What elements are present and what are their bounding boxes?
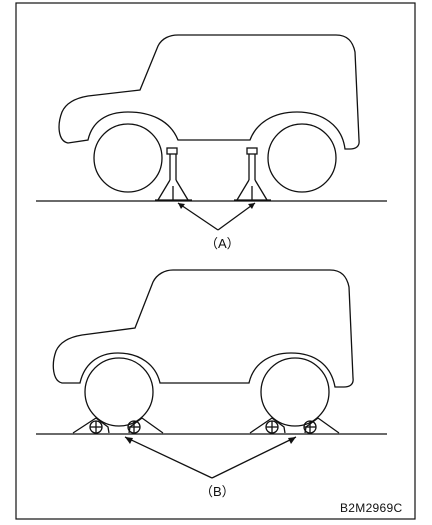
- vehicle-on-rigid-racks: [36, 34, 387, 231]
- callout-label-a: （A）: [205, 236, 240, 251]
- leader-b-2: [211, 436, 297, 479]
- vehicle-on-wheel-chocks: [36, 269, 387, 479]
- figure-border: [15, 2, 416, 520]
- rigid-rack-rear: [234, 147, 271, 201]
- vehicle-body-top: [58, 34, 360, 150]
- front-wheel-top: [93, 123, 163, 193]
- leader-b-1: [124, 436, 213, 479]
- leader-a-2: [217, 202, 256, 231]
- vehicle-body-bottom: [52, 269, 354, 388]
- wheel-chock-rear-left: [249, 417, 286, 434]
- figure-code: B2M2969C: [340, 501, 403, 515]
- rigid-rack-front: [155, 147, 192, 201]
- leader-a-1: [177, 202, 219, 231]
- callout-label-b: （B）: [200, 484, 235, 499]
- rear-wheel-bottom: [260, 357, 330, 427]
- rear-wheel-top: [267, 123, 337, 193]
- chock-bolt-icons: [89, 420, 317, 434]
- wheel-chock-front-left: [72, 417, 110, 434]
- front-wheel-bottom: [84, 357, 154, 427]
